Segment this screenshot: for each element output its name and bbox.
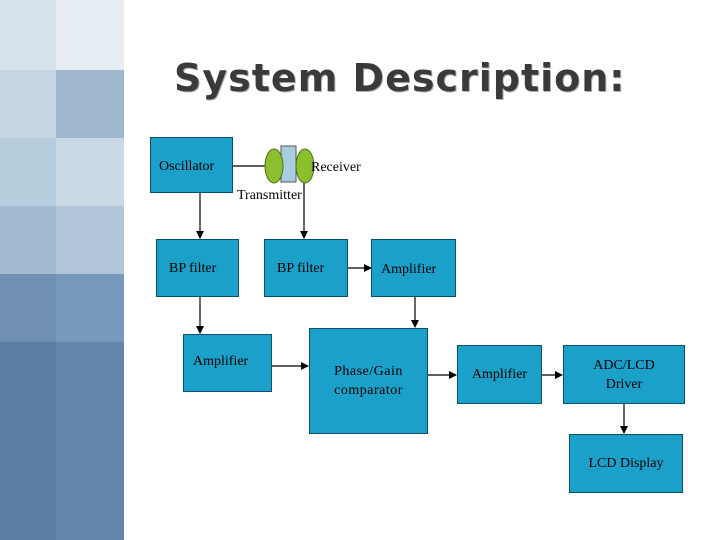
lcd-display-label: LCD Display	[588, 456, 664, 471]
receiver-label: Receiver	[311, 160, 361, 175]
sidebar-tile	[56, 0, 124, 70]
adc-lcd-label: ADC/LCD Driver	[593, 357, 655, 392]
decorative-sidebar	[0, 0, 124, 540]
amplifier-block-left: Amplifier	[183, 334, 272, 392]
sidebar-tile	[0, 138, 56, 206]
oscillator-label: Oscillator	[159, 159, 215, 174]
sidebar-tile	[56, 138, 124, 206]
amplifier-label: Amplifier	[381, 262, 437, 277]
sidebar-tile	[56, 342, 124, 540]
bp-filter-block-1: BP filter	[156, 239, 239, 297]
transducer-icon	[264, 145, 315, 184]
lcd-display-block: LCD Display	[569, 434, 683, 493]
bp-filter-label: BP filter	[169, 261, 217, 276]
phase-gain-label: Phase/Gain comparator	[334, 364, 403, 398]
sidebar-tile	[0, 0, 56, 70]
sidebar-tile	[56, 206, 124, 274]
sidebar-tile	[0, 70, 56, 138]
transmitter-label: Transmitter	[237, 188, 302, 203]
bp-filter-label: BP filter	[277, 261, 325, 276]
bp-filter-block-2: BP filter	[264, 239, 348, 297]
sidebar-tile	[56, 70, 124, 138]
oscillator-block: Oscillator	[150, 137, 233, 193]
amplifier-label: Amplifier	[193, 354, 249, 369]
page-title: System Description:	[174, 56, 626, 100]
amplifier-block-mid: Amplifier	[457, 345, 542, 404]
amplifier-label: Amplifier	[471, 367, 528, 382]
adc-lcd-driver-block: ADC/LCD Driver	[563, 345, 685, 404]
sidebar-tile	[56, 274, 124, 342]
amplifier-block-top: Amplifier	[371, 239, 456, 297]
sidebar-tile	[0, 206, 56, 274]
phase-gain-comparator-block: Phase/Gain comparator	[309, 328, 428, 434]
sidebar-tile	[0, 274, 56, 342]
sidebar-tile	[0, 342, 56, 540]
